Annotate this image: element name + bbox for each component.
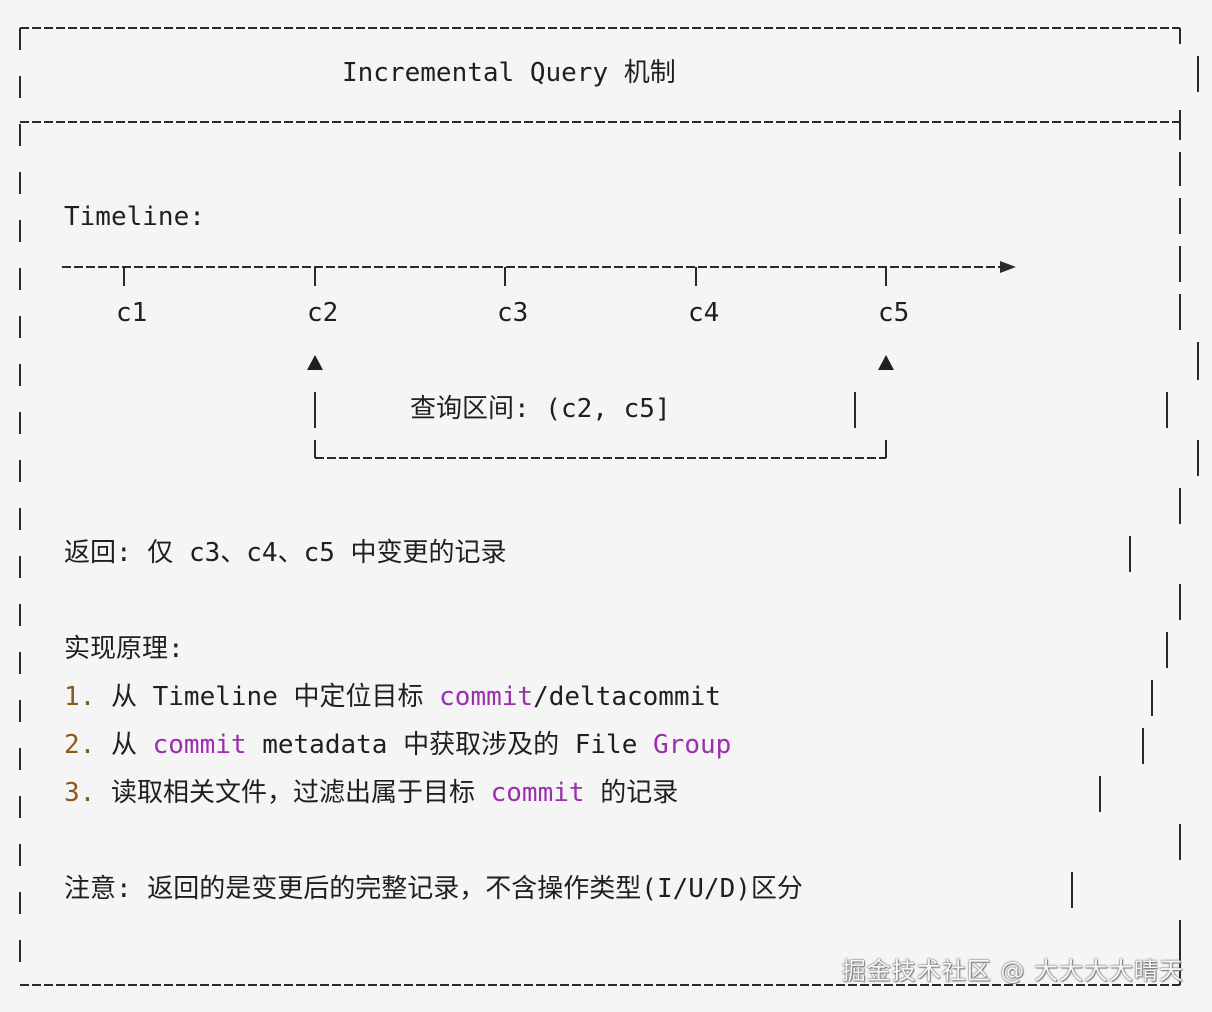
returns-text: 返回: 仅 c3、c4、c5 中变更的记录 — [64, 538, 507, 568]
step-number: 2. — [64, 730, 96, 760]
step-text: 从 — [110, 730, 153, 760]
range-end-marker — [878, 355, 894, 370]
range-start-marker — [307, 355, 323, 370]
commit-label-c5: c5 — [878, 298, 910, 328]
principle-step-3: 3. 读取相关文件，过滤出属于目标 commit 的记录 — [64, 777, 678, 809]
timeline-axis — [62, 261, 1016, 286]
commit-label-c2: c2 — [307, 298, 339, 328]
step-text: metadata 中获取涉及的 File — [246, 730, 654, 760]
note-text: 注意: 返回的是变更后的完整记录，不含操作类型(I/U/D)区分 — [64, 874, 803, 904]
commit-label-c1: c1 — [116, 298, 148, 328]
keyword-commit: commit — [152, 730, 247, 760]
step-text: /deltacommit — [533, 682, 721, 712]
watermark: 掘金技术社区 @ 大大大大晴天 — [841, 957, 1184, 985]
step-text: 从 Timeline 中定位目标 — [110, 682, 440, 712]
range-bracket — [307, 355, 894, 459]
keyword-commit: commit — [439, 682, 534, 712]
outer-border — [19, 27, 1199, 986]
step-text: 的记录 — [584, 778, 679, 808]
commit-label-c4: c4 — [688, 298, 720, 328]
query-range-label: 查询区间: (c2, c5] — [410, 394, 671, 424]
step-number: 1. — [64, 682, 96, 712]
principle-heading: 实现原理: — [64, 634, 184, 664]
principle-step-1: 1. 从 Timeline 中定位目标 commit/deltacommit — [64, 681, 721, 713]
step-number: 3. — [64, 778, 96, 808]
keyword-group: Group — [653, 730, 732, 760]
diagram-title: Incremental Query 机制 — [342, 58, 676, 88]
step-text: 读取相关文件，过滤出属于目标 — [110, 778, 491, 808]
keyword-commit: commit — [490, 778, 585, 808]
timeline-label: Timeline: — [64, 202, 205, 232]
commit-label-c3: c3 — [497, 298, 529, 328]
principle-step-2: 2. 从 commit metadata 中获取涉及的 File Group — [64, 729, 731, 761]
